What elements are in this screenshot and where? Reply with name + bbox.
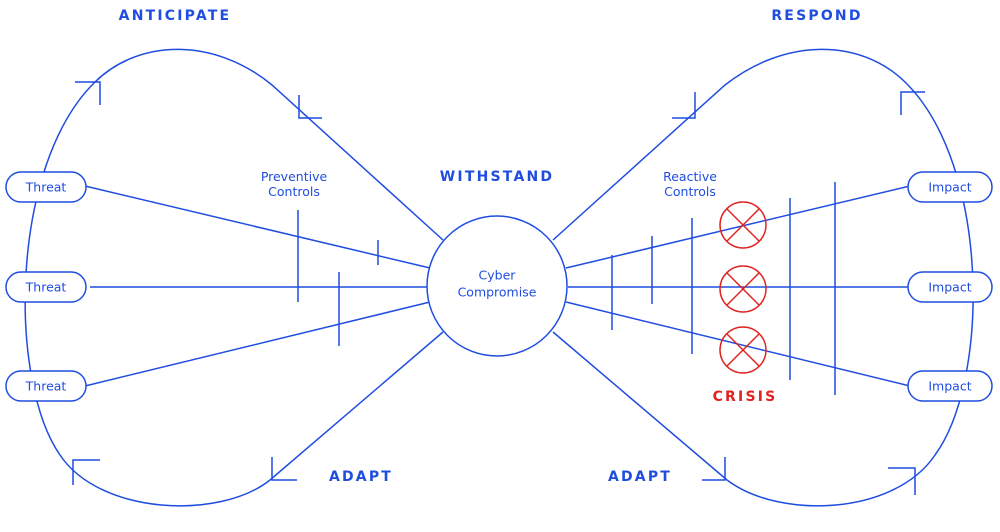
- svg-text:Threat: Threat: [25, 180, 67, 195]
- arrow-marker-bottom-left: [72, 459, 100, 485]
- threat-node-1: Threat: [5, 171, 87, 203]
- impact-node-3: Impact: [907, 370, 993, 402]
- svg-text:Impact: Impact: [928, 180, 971, 195]
- phase-respond: RESPOND: [771, 8, 862, 24]
- arrow-marker-bottom-right: [888, 467, 916, 495]
- cyber-compromise-label-line1: Cyber: [479, 268, 517, 283]
- threat-line-1: [84, 185, 431, 269]
- phase-anticipate: ANTICIPATE: [119, 8, 232, 24]
- arrow-marker-top-center-right: [672, 92, 696, 119]
- arrow-marker-bottom-center-right: [702, 457, 726, 481]
- crisis-x-icon-2: [719, 265, 767, 313]
- svg-text:Impact: Impact: [928, 379, 971, 394]
- cyber-compromise-node: [426, 215, 568, 357]
- phase-adapt-left: ADAPT: [329, 469, 393, 485]
- arrow-marker-bottom-center-left: [271, 457, 297, 481]
- preventive-controls-label-line2: Controls: [268, 184, 320, 199]
- arrow-marker-top-right: [900, 91, 925, 115]
- impact-line-1: [565, 185, 911, 269]
- reactive-controls-label-line1: Reactive: [663, 169, 717, 184]
- crisis-x-icon-3: [719, 326, 767, 374]
- crisis-label: CRISIS: [713, 389, 778, 405]
- svg-text:Threat: Threat: [25, 280, 67, 295]
- phase-withstand: WITHSTAND: [440, 169, 554, 185]
- threat-node-3: Threat: [5, 370, 87, 402]
- impact-node-1: Impact: [907, 171, 993, 203]
- arrow-marker-top-center-left: [298, 95, 322, 119]
- threat-line-3: [84, 301, 431, 387]
- svg-text:Threat: Threat: [25, 379, 67, 394]
- cyber-compromise-label-line2: Compromise: [458, 285, 537, 300]
- preventive-controls-label-line1: Preventive: [261, 169, 328, 184]
- svg-text:Impact: Impact: [928, 280, 971, 295]
- threat-node-2: Threat: [5, 271, 87, 303]
- reactive-controls-label-line2: Controls: [664, 184, 716, 199]
- impact-node-2: Impact: [907, 271, 993, 303]
- arrow-marker-top-left: [75, 81, 101, 105]
- phase-adapt-right: ADAPT: [608, 469, 672, 485]
- crisis-x-icon-1: [719, 201, 767, 249]
